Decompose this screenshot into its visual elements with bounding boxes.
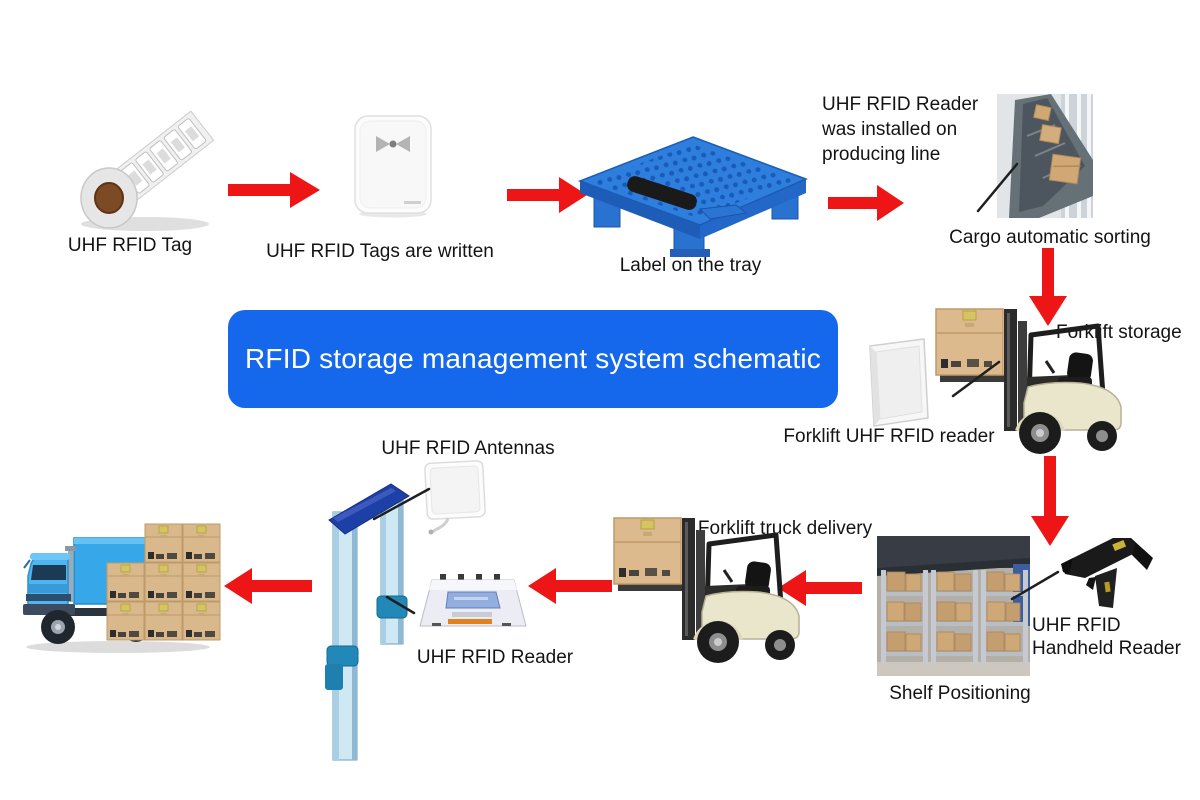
rfid-writer-illustration	[354, 115, 432, 218]
flow-arrow-right-3	[828, 185, 904, 221]
writer-label: UHF RFID Tags are written	[266, 241, 494, 262]
pallet-label: Label on the tray	[619, 255, 762, 276]
gate-reader-illustration	[419, 574, 527, 627]
forklift-delivery-label: Forklift truck delivery	[697, 518, 873, 539]
flow-arrow-down-1	[1029, 248, 1067, 326]
gantry-illustration	[325, 483, 410, 761]
forklift-panel-antenna-illustration	[869, 338, 929, 427]
rfid-tag-roll-illustration	[80, 110, 215, 231]
forklift-delivery-illustration	[613, 517, 800, 663]
producing-line-note: UHF RFID Reader was installed on produci…	[822, 94, 979, 165]
flow-arrow-left-1	[778, 570, 862, 606]
truck-illustration	[23, 523, 221, 653]
flow-arrow-right-2	[507, 177, 587, 213]
conveyor-photo	[997, 94, 1093, 218]
handheld-reader-illustration	[1061, 538, 1153, 608]
pallet-illustration	[578, 136, 808, 257]
antennas-label: UHF RFID Antennas	[381, 438, 555, 459]
shelf-photo	[877, 536, 1030, 676]
gate-antenna-illustration	[424, 460, 486, 535]
flow-arrow-right-1	[228, 172, 320, 208]
flow-arrow-left-3	[224, 568, 312, 604]
gate-reader-label: UHF RFID Reader	[416, 647, 574, 668]
flow-arrow-left-2	[528, 568, 612, 604]
tag-roll-label: UHF RFID Tag	[67, 235, 193, 256]
diagram-title-banner: RFID storage management system schematic	[228, 310, 838, 408]
forklift-reader-label: Forklift UHF RFID reader	[783, 426, 995, 447]
handheld-reader-label: UHF RFID Handheld Reader	[1032, 615, 1181, 659]
flow-arrow-down-2	[1031, 456, 1069, 546]
diagram-title: RFID storage management system schematic	[245, 343, 821, 374]
sorting-label: Cargo automatic sorting	[949, 227, 1151, 248]
shelf-label: Shelf Positioning	[889, 683, 1031, 704]
